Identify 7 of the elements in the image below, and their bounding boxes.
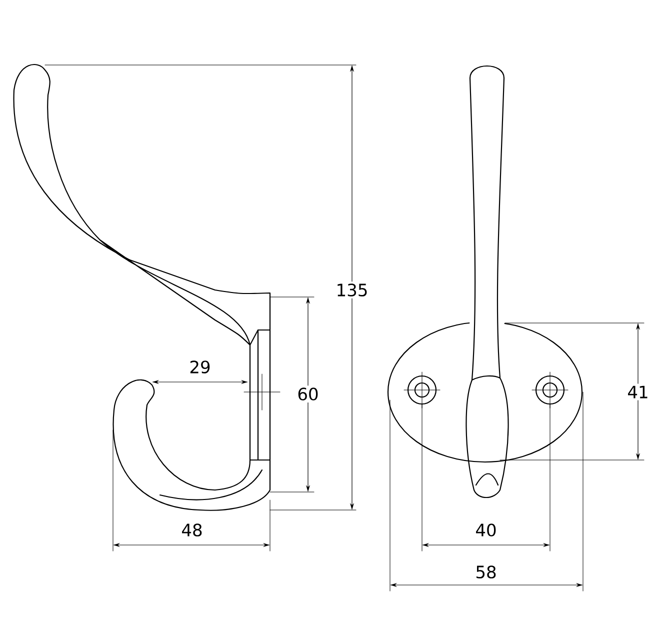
dimension-label: 60 <box>295 386 321 402</box>
dimension-label: 41 <box>625 384 651 400</box>
dimension-label: 58 <box>476 566 496 578</box>
dimension-label: 40 <box>476 524 496 536</box>
dimension-label: 48 <box>182 524 202 536</box>
dimension-label: 135 <box>334 282 370 298</box>
dimension-label: 29 <box>190 360 210 374</box>
